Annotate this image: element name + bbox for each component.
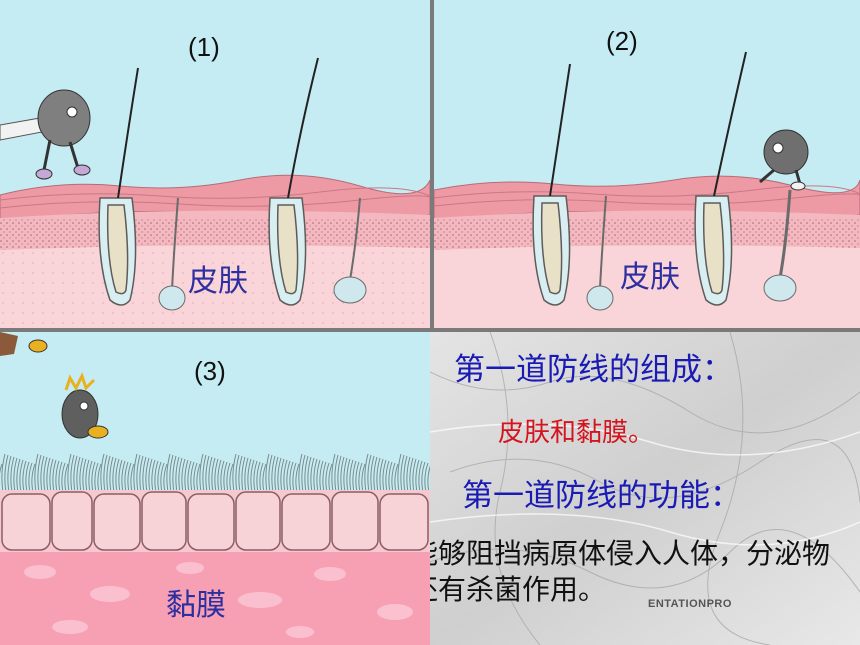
panel-number-2: (2): [606, 26, 638, 56]
germ-character-icon: [759, 129, 809, 191]
skin-illustration-2: [434, 0, 860, 328]
panel-divider-vertical: [430, 0, 434, 332]
panel-mucosa: (3) 黏膜: [0, 332, 430, 645]
mucosa-illustration: [0, 332, 430, 645]
germ-character-icon: [0, 89, 91, 180]
text-panel: 第一道防线的组成： 皮肤和黏膜。 第一道防线的功能： 能够阻挡病原体侵入人体，分…: [430, 332, 860, 645]
function-heading: 第一道防线的功能：: [462, 478, 741, 513]
composition-value: 皮肤和黏膜。: [498, 417, 655, 447]
panel-skin-2: (2) 皮肤: [434, 0, 860, 328]
skin-illustration-1: [0, 0, 430, 328]
panel-skin-1: (1) 皮肤: [0, 0, 430, 328]
composition-heading: 第一道防线的组成：: [454, 352, 733, 387]
skin-label-1: 皮肤: [188, 265, 248, 298]
mucosa-label: 黏膜: [166, 589, 226, 622]
panel-divider-horizontal: [0, 328, 860, 332]
watermark-text: ENTATIONPRO: [648, 598, 732, 610]
panel-number-3: (3): [194, 356, 226, 386]
germ-character-icon: [0, 332, 109, 439]
skin-label-2: 皮肤: [620, 261, 680, 294]
function-value: 能够阻挡病原体侵入人体，分泌物还有杀菌作用。: [430, 538, 831, 605]
marble-background: [430, 332, 860, 645]
panel-number-1: (1): [188, 32, 220, 62]
